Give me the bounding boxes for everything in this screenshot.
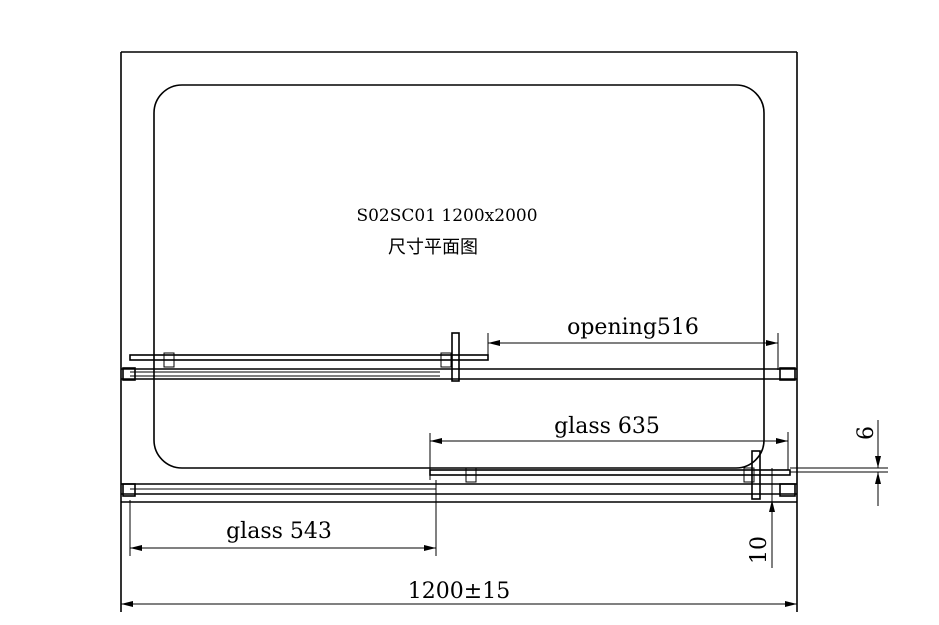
drawing-subtitle: 尺寸平面图 [388, 237, 478, 258]
overall-width-dimension: 1200±15 [121, 579, 797, 607]
shower-tray-outline [153, 84, 765, 469]
glass-543-dimension: glass 543 [129, 480, 437, 556]
glass-635-dimension: glass 635 [429, 414, 789, 480]
lower-track [121, 483, 797, 503]
glass-543-label: glass 543 [226, 519, 332, 544]
opening-label: opening516 [567, 315, 699, 340]
upper-sliding-glass [129, 332, 489, 382]
gap-6-label: 6 [854, 426, 879, 440]
gap-6-dimension: 6 [790, 420, 888, 506]
lower-fixed-glass [429, 450, 791, 500]
drawing-title: S02SC01 1200x2000 [356, 206, 537, 226]
gap-10-dimension: 10 [747, 468, 775, 568]
glass-635-label: glass 635 [554, 414, 660, 439]
opening-dimension: opening516 [487, 315, 779, 370]
gap-10-label: 10 [747, 536, 772, 564]
overall-width-label: 1200±15 [408, 579, 510, 604]
outer-frame [120, 51, 798, 612]
